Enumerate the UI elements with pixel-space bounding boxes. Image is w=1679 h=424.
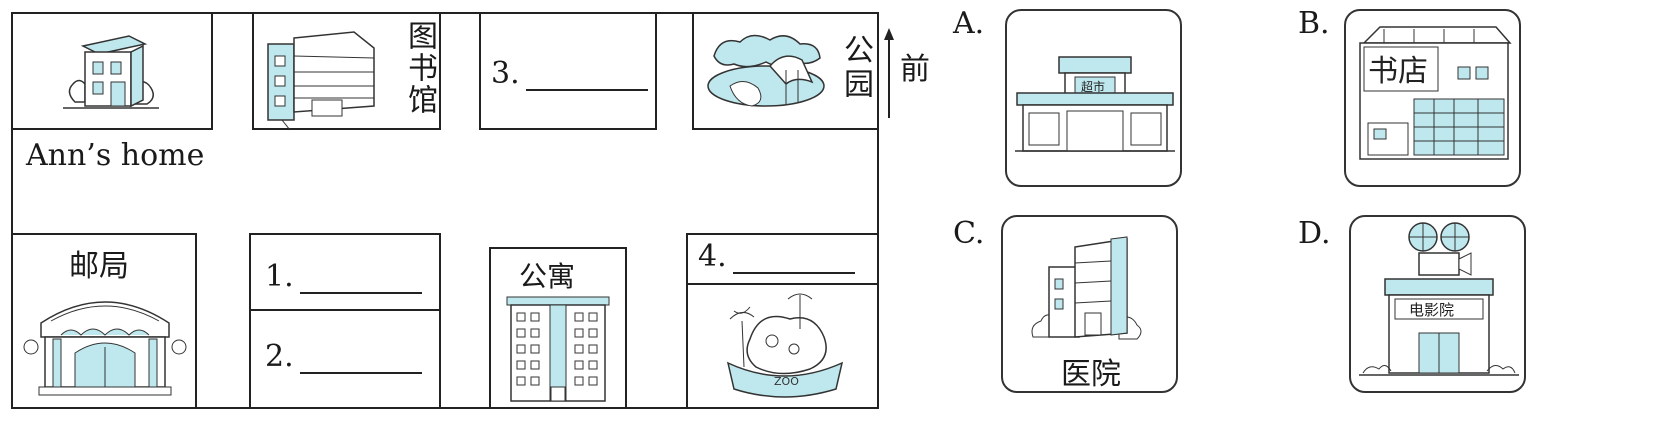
apartment-building-icon [506,296,610,402]
hospital-caption: 医院 [1061,357,1121,392]
blank-3[interactable]: 3. [491,56,648,91]
blank-2-line[interactable] [299,344,422,374]
map-frame [11,12,879,409]
post-office-cell: 邮局 [11,233,197,409]
cinema-sign: 电影院 [1409,301,1454,319]
ann-home-label: Ann’s home [26,138,205,173]
blank-3-cell: 3. [479,12,657,130]
option-d-card[interactable]: 电影院 [1349,215,1526,393]
park-icon [707,34,825,107]
option-c-card[interactable]: 医院 [1001,215,1178,393]
apartment-label: 公寓 [519,260,576,293]
blank-4-divider [688,283,877,285]
option-c-letter: C. [953,216,985,251]
blank-divider [251,309,439,311]
supermarket-sign: 超市 [1081,79,1105,94]
option-d-letter: D. [1298,216,1331,251]
up-arrow-icon [884,28,894,118]
park-cell: 公园 [692,12,879,130]
library-label: 图书馆 [402,20,437,116]
post-office-building-icon [23,301,187,396]
bookstore-icon: 书店 [1359,26,1512,160]
ann-home-cell [11,12,213,130]
option-b-card[interactable]: 书店 [1344,9,1521,187]
house-icon [63,35,159,109]
blank-1-number: 1. [265,259,294,294]
blank-3-line[interactable] [525,61,648,91]
supermarket-icon: 超市 [1015,56,1175,152]
bookstore-sign: 书店 [1368,54,1428,89]
zoo-icon: ZOO [726,293,844,398]
option-a-card[interactable]: 超市 [1005,9,1182,187]
blank-1-2-cell: 1. 2. [249,233,441,409]
apartment-cell: 公寓 [489,247,627,409]
option-b-letter: B. [1298,6,1330,41]
blank-1-line[interactable] [299,264,422,294]
hospital-icon [1031,236,1142,340]
zoo-sign-text: ZOO [774,375,799,388]
park-label: 公园 [838,34,873,102]
blank-4-line[interactable] [732,244,855,274]
blank-2-number: 2. [265,339,294,374]
blank-3-number: 3. [491,56,520,91]
option-a-letter: A. [953,6,985,41]
library-building-icon [267,31,375,131]
post-office-label: 邮局 [69,249,129,284]
blank-4[interactable]: 4. [698,239,855,274]
blank-1[interactable]: 1. [265,259,422,294]
blank-4-number: 4. [698,239,727,274]
cinema-icon: 电影院 [1359,222,1519,376]
blank-2[interactable]: 2. [265,339,422,374]
blank-4-cell: 4. ZOO [686,233,879,409]
library-cell: 图书馆 [252,12,441,131]
direction-label: 前 [900,52,930,87]
